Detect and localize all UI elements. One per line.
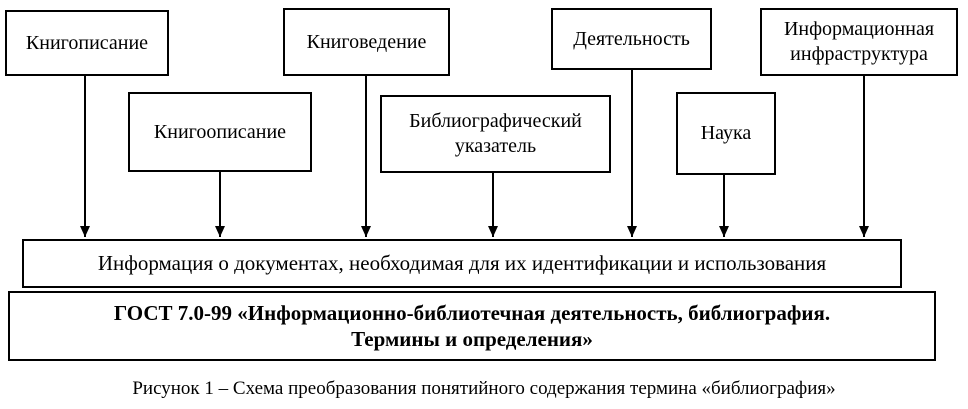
box-deyatelnost: Деятельность: [551, 8, 712, 70]
box-gost-line2: Термины и определения»: [351, 327, 593, 351]
box-info-o-dokumentakh: Информация о документах, необходимая для…: [22, 239, 902, 288]
box-informatsionnaya-infrastruktura: Информационная инфраструктура: [760, 8, 958, 76]
box-gost: ГОСТ 7.0-99 «Информационно-библиотечная …: [8, 291, 936, 361]
box-knigopisanie: Книгописание: [5, 10, 169, 76]
figure-caption: Рисунок 1 – Схема преобразования понятий…: [132, 378, 836, 399]
box-bibliograficheskiy-ukazatel-label: Библиографический указатель: [409, 110, 582, 157]
box-deyatelnost-label: Деятельность: [573, 27, 690, 50]
box-informatsionnaya-infrastruktura-label: Информационная инфраструктура: [783, 18, 935, 65]
box-bibliograficheskiy-ukazatel: Библиографический указатель: [380, 95, 611, 173]
box-knigopisanie-label: Книгописание: [25, 31, 149, 54]
box-info-o-dokumentakh-label: Информация о документах, необходимая для…: [97, 251, 827, 276]
box-nauka: Наука: [676, 92, 776, 175]
box-gost-text: ГОСТ 7.0-99 «Информационно-библиотечная …: [114, 300, 830, 353]
box-knigoopisanie: Книгоописание: [128, 92, 312, 172]
box-nauka-label: Наука: [700, 122, 752, 144]
box-knigovedenie-label: Книговедение: [306, 30, 427, 53]
box-gost-line1: ГОСТ 7.0-99 «Информационно-библиотечная …: [113, 300, 831, 325]
box-knigovedenie: Книговедение: [283, 8, 450, 76]
box-knigoopisanie-label: Книгоописание: [153, 120, 287, 143]
